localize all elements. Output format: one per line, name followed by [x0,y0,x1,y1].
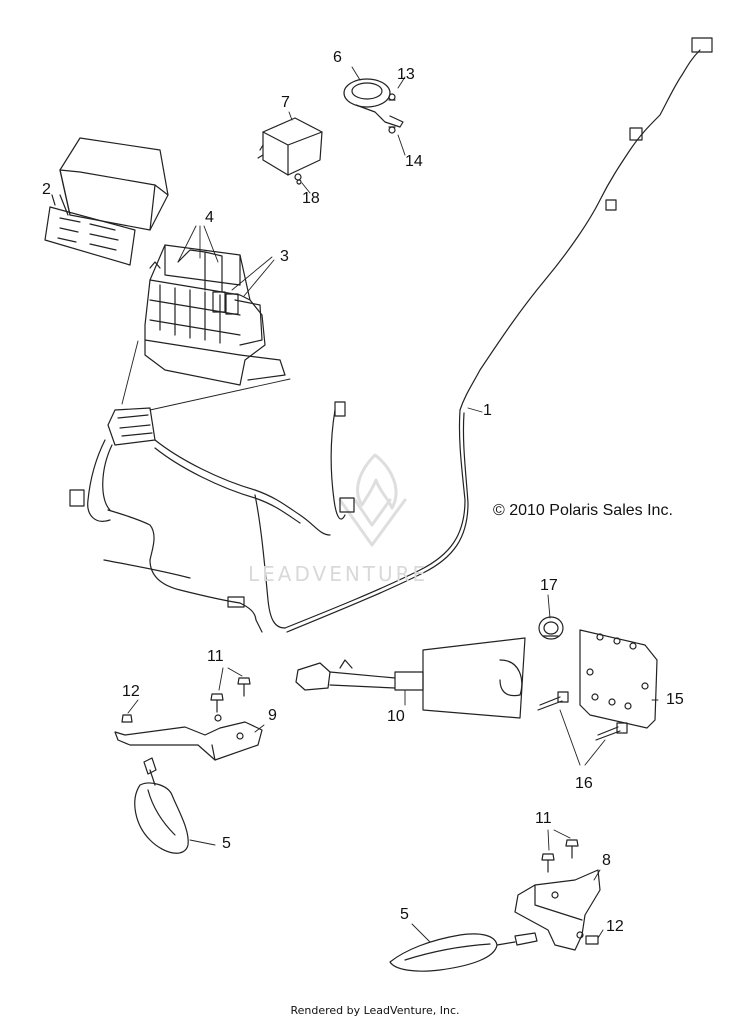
horn-part [343,78,404,134]
callout-11b: 11 [535,810,552,827]
callout-18: 18 [302,190,320,207]
callout-7: 7 [281,94,290,111]
footer-credit: Rendered by LeadVenture, Inc. [290,1004,460,1017]
mounting-plate-part [579,629,658,729]
watermark-text: LEADVENTURE [248,562,429,586]
callout-5a: 5 [222,835,231,852]
switch-assembly-part [295,637,526,719]
callout-3: 3 [280,248,289,265]
callout-17: 17 [540,577,558,594]
callout-14: 14 [405,153,423,170]
callout-15: 15 [666,691,684,708]
leader-lines-misc [127,66,659,939]
callout-2: 2 [42,181,51,198]
callout-13: 13 [397,66,415,83]
fuse-block-assembly-part [144,244,286,386]
callout-10: 10 [387,708,405,725]
callout-12b: 12 [606,918,624,935]
callout-16: 16 [575,775,593,792]
callout-11a: 11 [207,648,224,665]
fasteners [121,99,599,945]
electronic-module-part [257,117,323,181]
bracket-left-part [114,714,263,761]
callout-8: 8 [602,852,611,869]
fuse-box-cover-part [59,137,169,231]
leader-lines [121,225,291,411]
grommet-part [538,616,564,640]
callout-1: 1 [483,402,492,419]
main-wire-harness-part [69,37,713,633]
turn-signal-right-part [389,923,538,972]
callout-9: 9 [268,707,277,724]
pin-part [537,691,628,766]
callout-12a: 12 [122,683,140,700]
turn-signal-left-part [134,757,216,854]
bracket-right-part [514,869,601,951]
decal-part [44,206,136,266]
callout-6: 6 [333,49,342,66]
watermark-logo-icon [338,453,407,547]
copyright-notice: © 2010 Polaris Sales Inc. [493,502,673,519]
callout-4: 4 [205,209,214,226]
callout-5b: 5 [400,906,409,923]
